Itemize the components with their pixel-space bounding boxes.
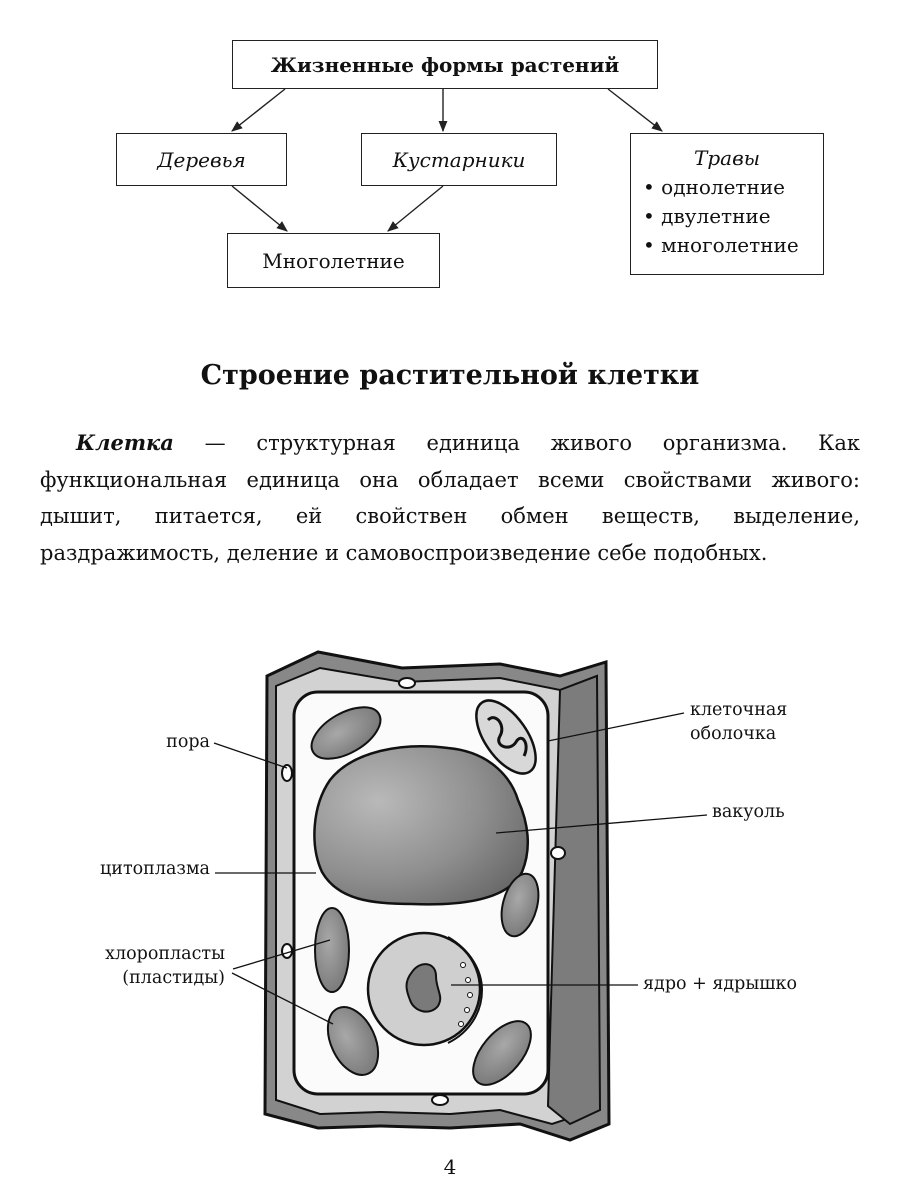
arrow-trees-perennial [231, 185, 288, 232]
label-pore: пора [166, 732, 210, 752]
diagram-trees-box: Деревья [116, 133, 287, 186]
diagram-shrubs-box: Кустарники [361, 133, 557, 186]
diagram-perennial-box: Многолетние [227, 233, 440, 288]
pore-left-bottom [281, 943, 293, 959]
pore-left-top [281, 764, 293, 782]
pore-right [550, 846, 566, 860]
herbs-list: однолетние двулетние многолетние [643, 173, 811, 260]
diagram-herbs-box: Травы однолетние двулетние многолетние [630, 133, 824, 275]
label-chloroplasts-1: хлоропласты [105, 944, 225, 964]
definition-paragraph: Клетка — структурная единица живого орга… [40, 425, 860, 571]
chloroplast [500, 872, 540, 938]
herbs-item: двулетние [643, 202, 811, 231]
chloroplast [310, 706, 382, 760]
diagram-root-box: Жизненные формы растений [232, 40, 658, 89]
arrow-shrubs-perennial [387, 185, 444, 232]
herbs-title: Травы [694, 146, 760, 170]
section-title: Строение растительной клетки [200, 360, 700, 391]
arrow-root-herbs [607, 88, 663, 132]
vacuole [313, 745, 529, 906]
label-vacuole: вакуоль [712, 802, 785, 822]
label-cytoplasm: цитоплазма [100, 859, 210, 879]
herbs-item: многолетние [643, 231, 811, 260]
pore-top [398, 677, 416, 689]
page-number: 4 [443, 1155, 457, 1179]
chloroplast [472, 1020, 532, 1086]
label-wall-2: оболочка [690, 724, 777, 744]
nucleolus [405, 963, 442, 1013]
definition-text: — структурная единица живого организма. … [40, 431, 860, 565]
label-leaders [213, 712, 708, 1025]
label-nucleus: ядро + ядрышко [643, 974, 798, 994]
term-cell: Клетка [76, 430, 174, 455]
label-chloroplasts-2: (пластиды) [122, 968, 225, 988]
arrow-root-trees [231, 88, 286, 132]
chloroplast [314, 907, 350, 993]
cell-wall-right [546, 674, 602, 1126]
herbs-item: однолетние [643, 173, 811, 202]
label-wall-1: клеточная [690, 700, 788, 720]
chloroplast [326, 1006, 380, 1076]
nucleus-envelope [447, 936, 484, 1044]
pore-bottom [431, 1094, 449, 1106]
mitochondrion-cristae [486, 716, 528, 757]
diagram-arrows [231, 88, 663, 232]
